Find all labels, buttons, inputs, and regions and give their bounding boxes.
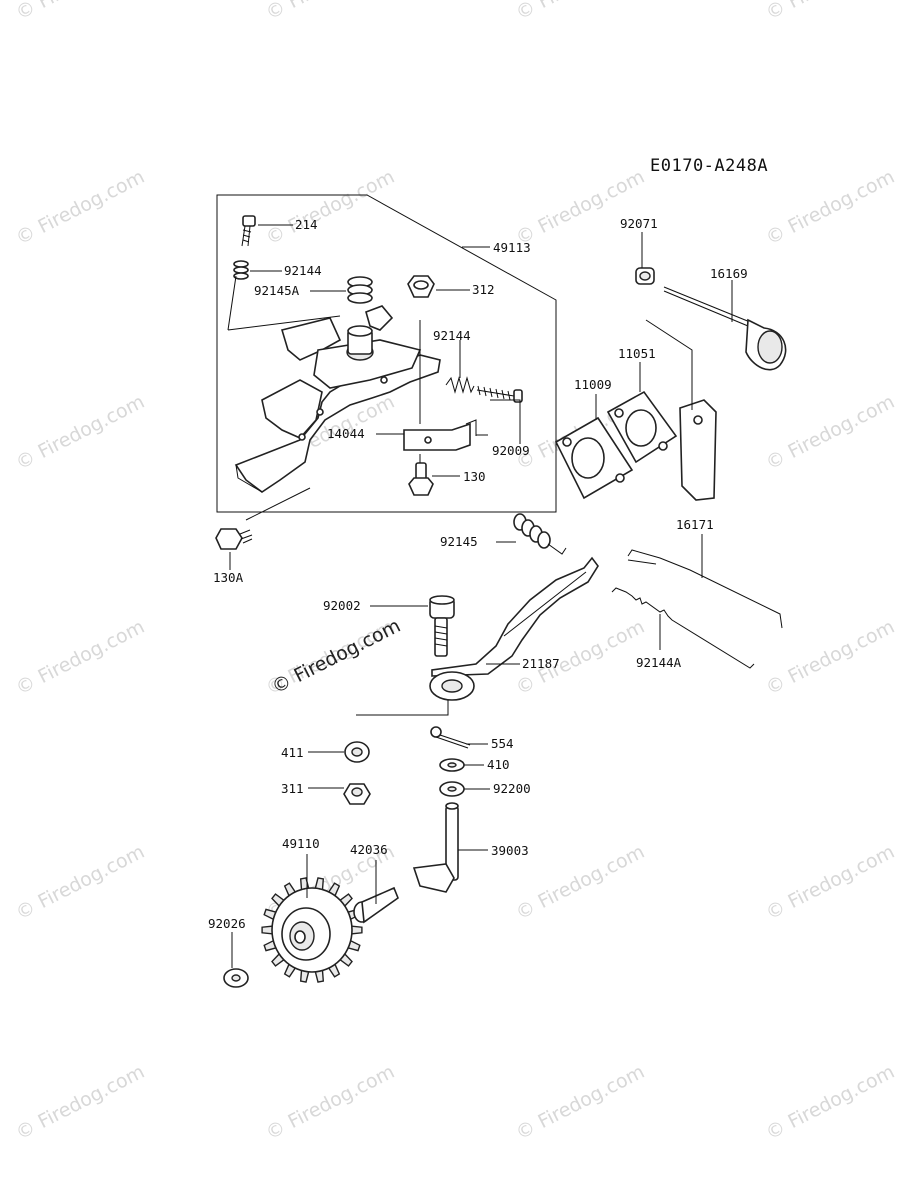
watermark-tile: © Firedog.com (762, 166, 898, 250)
watermark-tile: © Firedog.com (762, 616, 898, 700)
bolt-92002-icon (429, 595, 455, 657)
label-312: 312 (472, 282, 495, 297)
plate-choke-icon (645, 319, 717, 501)
label-92071: 92071 (620, 216, 658, 231)
diagram-code: E0170-A248A (650, 156, 768, 176)
pin-42036-icon (353, 886, 399, 924)
label-21187: 21187 (522, 656, 560, 671)
label-16171: 16171 (676, 517, 714, 532)
watermark-tile: © Firedog.com (762, 841, 898, 925)
screw-214-icon (241, 215, 256, 247)
rod-16171-icon (627, 549, 783, 629)
label-92145: 92145 (440, 534, 478, 549)
lever-21187-icon (429, 556, 599, 701)
nut-311-icon (343, 783, 371, 805)
bolt-130-icon (408, 462, 434, 496)
label-14044: 14044 (327, 426, 365, 441)
label-130A: 130A (213, 570, 244, 585)
label-92144b: 92144 (433, 328, 471, 343)
watermark-tile: © Firedog.com (12, 166, 148, 250)
watermark-tile: © Firedog.com (512, 166, 648, 250)
watermark-tile: © Firedog.com (12, 1061, 148, 1145)
assembly-frame (216, 194, 557, 513)
leader-lines (227, 224, 733, 968)
watermark-tile: © Firedog.com (262, 166, 398, 250)
label-311: 311 (281, 781, 304, 796)
label-11009: 11009 (574, 377, 612, 392)
screw-92009-icon (476, 385, 523, 403)
washer-92026-icon (223, 968, 249, 988)
label-130: 130 (463, 469, 486, 484)
label-11051: 11051 (618, 346, 656, 361)
gear-tooth (261, 925, 273, 935)
gear-49110-icon (261, 877, 363, 983)
part-labels: 214 49113 92144 92145A 312 92144 14044 9… (208, 216, 748, 931)
control-plate-assembly (233, 215, 523, 496)
watermark-tile: © Firedog.com (12, 616, 148, 700)
choke-knob-16169-icon (663, 286, 787, 371)
gear-tooth (351, 925, 363, 935)
washer-411-icon (344, 741, 370, 763)
label-49110: 49110 (282, 836, 320, 851)
label-92200: 92200 (493, 781, 531, 796)
bolt-130A-icon (215, 528, 253, 550)
spring-92144b-icon (445, 376, 475, 394)
label-554: 554 (491, 736, 514, 751)
gasket-11051-icon (606, 390, 678, 464)
nut-312-icon (407, 275, 435, 298)
washer-410-icon (439, 758, 465, 772)
gasket-11009-icon (554, 416, 634, 500)
label-16169: 16169 (710, 266, 748, 281)
label-42036: 42036 (350, 842, 388, 857)
bracket-14044-icon (403, 419, 477, 451)
label-39003: 39003 (491, 843, 529, 858)
control-plate-icon (234, 305, 441, 493)
label-92026: 92026 (208, 916, 246, 931)
washer-92200-icon (439, 781, 465, 797)
spring-92144A-icon (611, 587, 755, 669)
label-49113: 49113 (493, 240, 531, 255)
watermark-tile: © Firedog.com (762, 1061, 898, 1145)
label-92009: 92009 (492, 443, 530, 458)
spring-92145A-icon (347, 276, 373, 304)
watermark-tile: © Firedog.com (262, 0, 398, 24)
watermark-tile: © Firedog.com (262, 1061, 398, 1145)
label-92144: 92144 (284, 263, 322, 278)
watermark-tile: © Firedog.com (512, 0, 648, 24)
nut-92071-icon (635, 267, 655, 285)
spring-92145-icon (513, 513, 567, 555)
watermark-tile: © Firedog.com (762, 391, 898, 475)
watermark-tile: © Firedog.com (12, 0, 148, 24)
watermark-tile: © Firedog.com (12, 391, 148, 475)
watermark-main: © Firedog.com (268, 615, 404, 699)
choke-group (554, 267, 787, 501)
label-214: 214 (295, 217, 318, 232)
watermark-tile: © Firedog.com (12, 841, 148, 925)
watermark-tile: © Firedog.com (762, 0, 898, 24)
watermark-tile: © Firedog.com (512, 1061, 648, 1145)
label-411: 411 (281, 745, 304, 760)
shaft-39003-icon (412, 802, 459, 893)
spring-92144-icon (233, 260, 249, 280)
label-410: 410 (487, 757, 510, 772)
pin-554-icon (430, 726, 471, 749)
watermark-tile: © Firedog.com (512, 841, 648, 925)
label-92144A: 92144A (636, 655, 682, 670)
label-92002: 92002 (323, 598, 361, 613)
label-92145A: 92145A (254, 283, 300, 298)
